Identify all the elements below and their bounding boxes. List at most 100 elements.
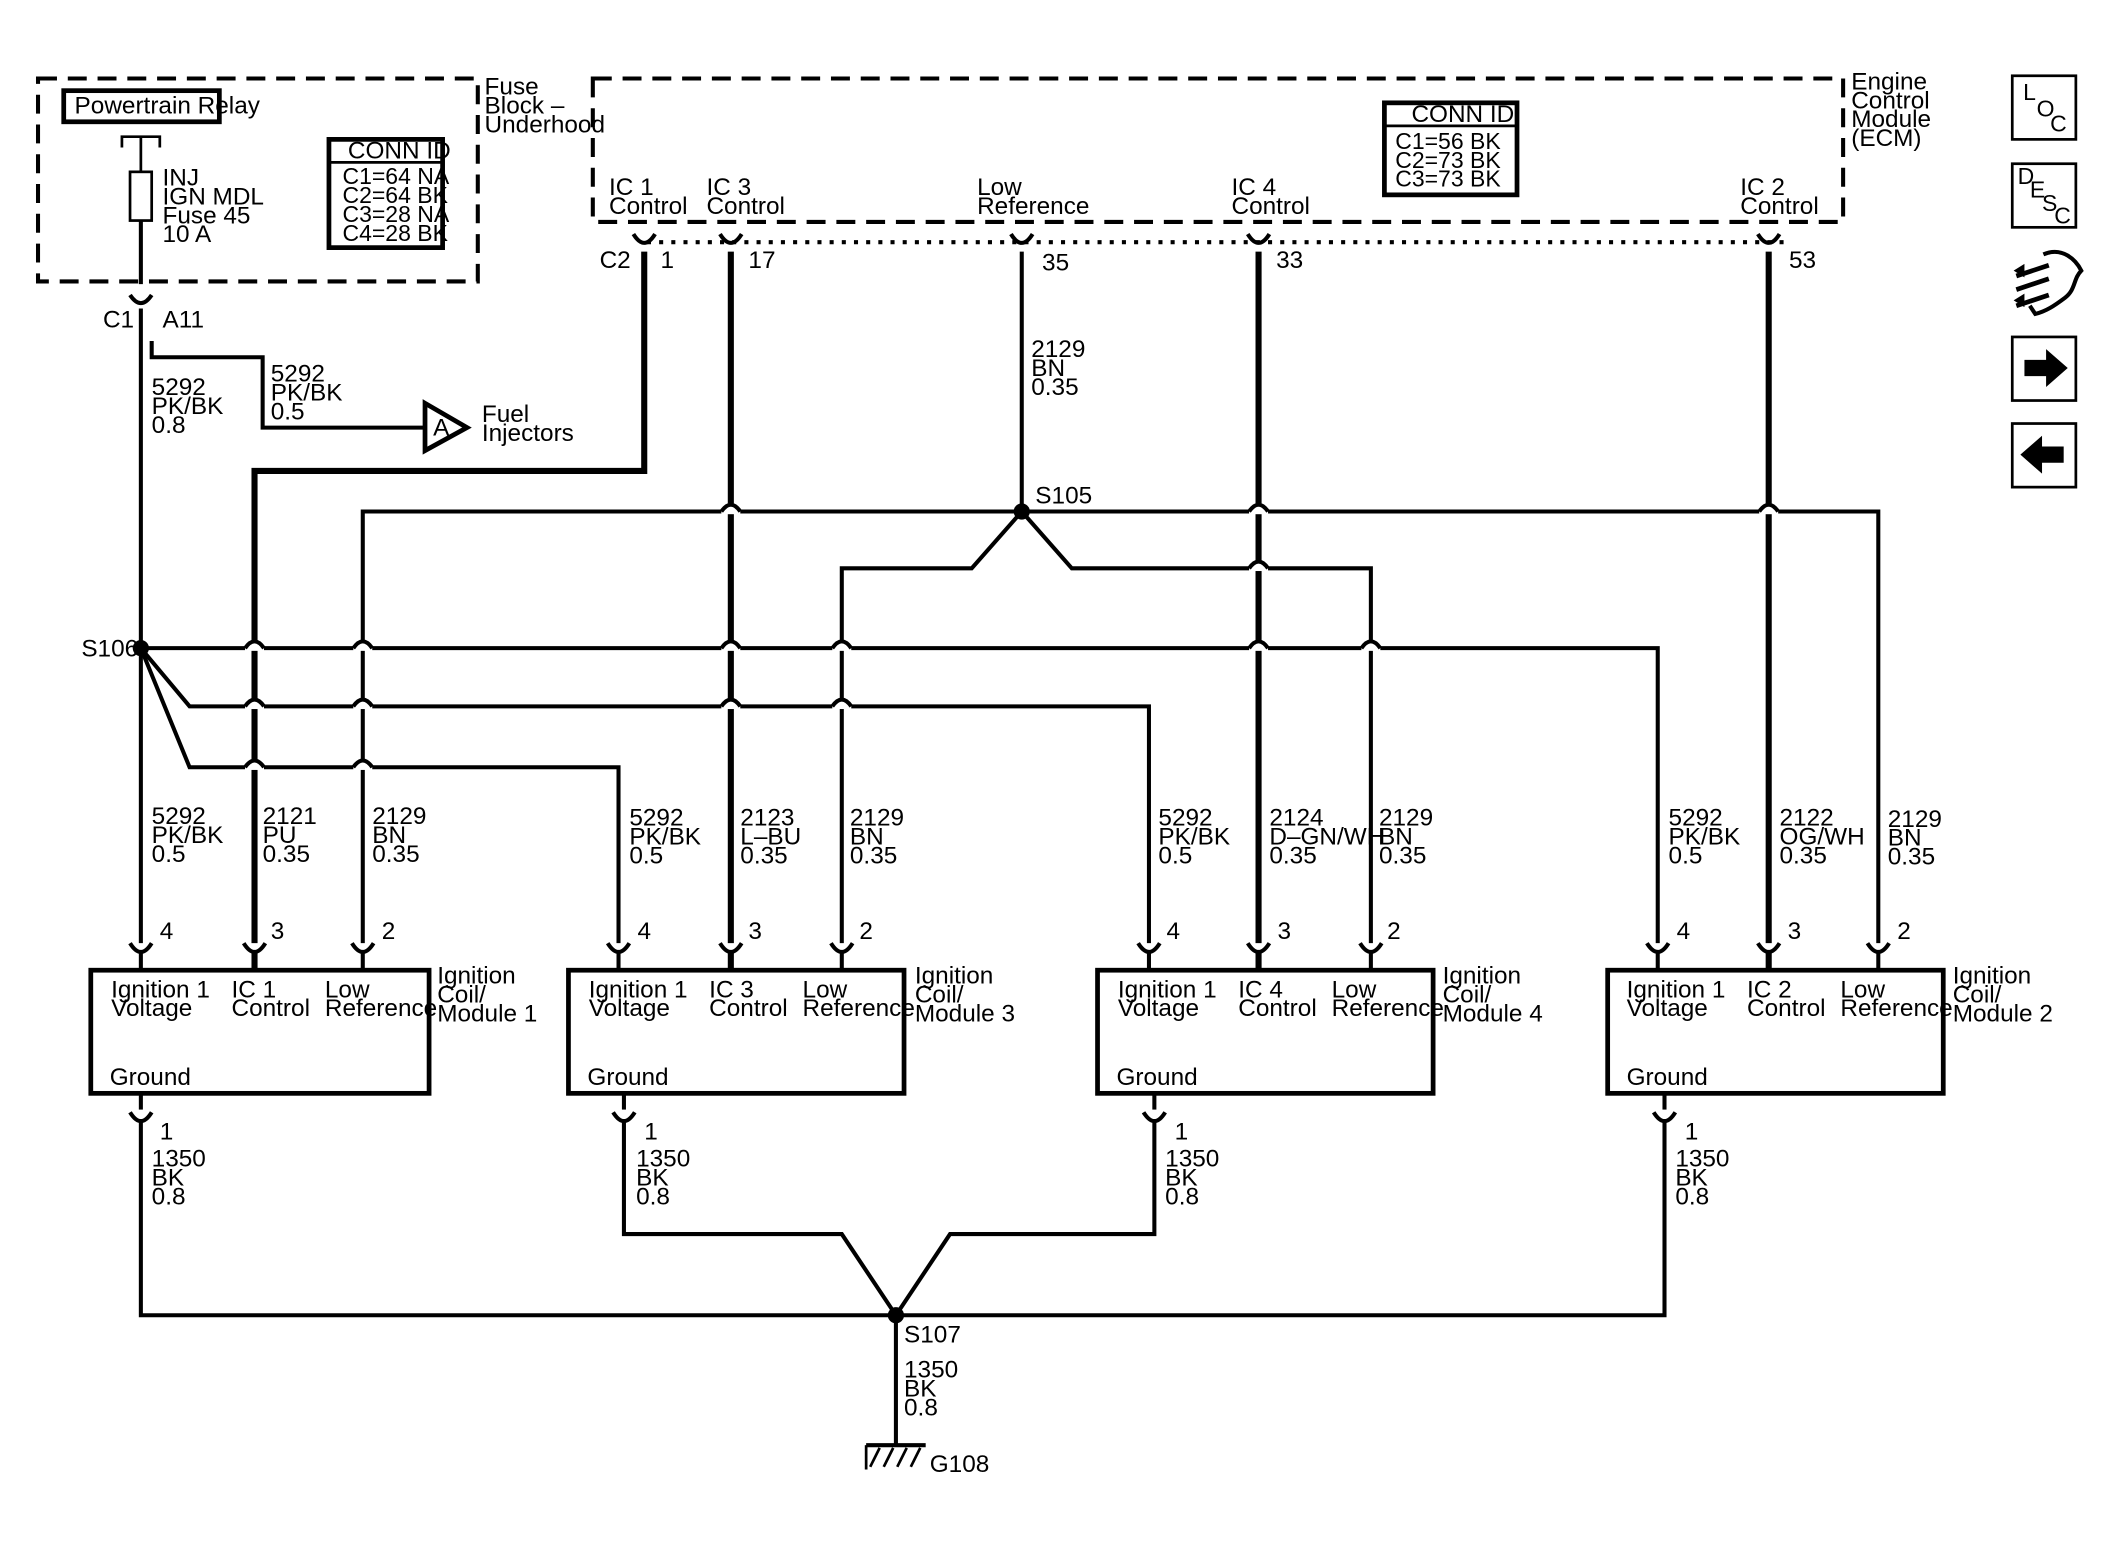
m1-wire-lr-2: BN xyxy=(372,822,406,849)
m4-pin3: 3 xyxy=(1278,918,1292,945)
m4-wire-ic-2: D–GN/WH xyxy=(1269,823,1384,850)
m1-title-1: Ignition xyxy=(437,963,516,990)
fuse-45-symbol xyxy=(128,170,154,222)
ignition-coil-module-3: 4 3 2 Ignition 1 Voltage IC 3 Control Lo… xyxy=(566,918,1015,1210)
m2-gnd-wire-2: BK xyxy=(1675,1164,1707,1191)
m4-gnd-wire-2: BK xyxy=(1165,1164,1197,1191)
crossover xyxy=(1249,503,1269,515)
fuse-block-conn-id-4: C4=28 BK xyxy=(342,220,448,246)
splice-s106-label: S106 xyxy=(81,635,138,662)
ground-wire-module3 xyxy=(621,1121,898,1317)
crossover xyxy=(832,698,852,710)
connector-icon[interactable] xyxy=(2013,249,2084,317)
crossover xyxy=(351,758,374,769)
ecm-pin-ic4-label-1: IC 4 xyxy=(1231,174,1276,201)
crossover xyxy=(245,640,264,651)
ecm-conn-id-title: CONN ID xyxy=(1411,101,1514,128)
m3-pin1-connector xyxy=(611,1111,637,1124)
m4-wire-v-3: 0.5 xyxy=(1158,842,1192,869)
fuse-block-conn-id-2: C2=64 BK xyxy=(342,182,448,208)
m4-wire-ic-3: 0.35 xyxy=(1269,842,1316,869)
ecm-pin-53-number: 53 xyxy=(1789,247,1816,274)
wire-feed-label-3: 0.8 xyxy=(152,412,186,439)
loc-letter-c: C xyxy=(2050,110,2067,136)
m2-pin3-connector xyxy=(1756,942,1782,954)
m2-wire-lr-2: BN xyxy=(1888,825,1922,852)
m2-pin1-connector xyxy=(1651,1111,1678,1124)
wire-feed-label-2: PK/BK xyxy=(152,393,224,420)
crossover xyxy=(1757,502,1780,513)
m2-ground-label: Ground xyxy=(1627,1064,1708,1091)
desc-button-frame[interactable] xyxy=(2010,162,2078,229)
m3-pin2: 2 xyxy=(859,918,873,945)
m4-wire-lr-3: 0.35 xyxy=(1379,842,1426,869)
crossover xyxy=(830,639,853,650)
wire-5292-module3 xyxy=(138,647,621,944)
fuse-block-conn-id-title: CONN ID xyxy=(348,137,451,164)
m1-wire-ic-3: 0.35 xyxy=(263,841,310,868)
m2-title-2: Coil/ xyxy=(1953,982,2002,1009)
wire-5292-module2 xyxy=(140,646,1660,944)
wire-5292-module4 xyxy=(139,646,1151,944)
m2-pin2-connector xyxy=(1865,942,1891,954)
m1-wire-v-3: 0.5 xyxy=(152,841,186,868)
m4-label-v-2: Voltage xyxy=(1118,995,1199,1022)
ground-network: S107 1350 BK 0.8 G108 xyxy=(138,1121,1667,1478)
m1-label-v-2: Voltage xyxy=(111,995,192,1022)
m3-label-v-1: Ignition 1 xyxy=(589,976,688,1003)
m2-pin2: 2 xyxy=(1897,918,1911,945)
fuse-block-pin-label: A11 xyxy=(163,306,205,333)
fuse-block-outline xyxy=(35,76,480,284)
m1-gnd-wire-2: BK xyxy=(152,1164,184,1191)
m3-box xyxy=(566,967,907,1096)
m4-gnd-wire-1: 1350 xyxy=(1165,1145,1219,1172)
m1-pin3: 3 xyxy=(271,918,285,945)
wire-injector-label-1: 5292 xyxy=(271,361,325,388)
loc-button-frame[interactable] xyxy=(2010,74,2078,141)
m1-wire-ic-2: PU xyxy=(263,822,297,849)
desc-letter-d: D xyxy=(2018,163,2035,189)
m4-label-lr-1: Low xyxy=(1332,976,1377,1003)
crossover xyxy=(351,639,374,650)
ecm: Engine Control Module (ECM) CONN ID C1=5… xyxy=(590,68,1931,277)
connector-icon-body xyxy=(2028,249,2084,317)
crossover xyxy=(719,697,742,708)
crossover xyxy=(1249,640,1269,651)
m2-pin3: 3 xyxy=(1788,918,1802,945)
wire-lowref-label-2: BN xyxy=(1031,355,1065,382)
crossover xyxy=(243,639,266,650)
crossover xyxy=(243,697,266,708)
m3-wire-lr-2: BN xyxy=(850,823,884,850)
ecm-pin-ic2-label-2: Control xyxy=(1740,193,1818,220)
crossover xyxy=(721,503,741,515)
m2-wire-ic-2: OG/WH xyxy=(1780,823,1865,850)
m3-pin1: 1 xyxy=(644,1118,658,1145)
m1-label-ic-1: IC 1 xyxy=(232,976,277,1003)
wire-lowref-label-3: 0.35 xyxy=(1031,374,1078,401)
ecm-conn-id-3: C3=73 BK xyxy=(1395,166,1501,192)
ecm-pin-1-connector xyxy=(631,232,657,245)
ground-hatch xyxy=(868,1447,881,1468)
m1-pin4-connector xyxy=(128,942,154,954)
prev-arrow-button[interactable] xyxy=(2010,422,2078,489)
m3-label-lr-1: Low xyxy=(803,976,848,1003)
ground-label: G108 xyxy=(930,1451,990,1478)
loc-button[interactable]: L O C xyxy=(2010,74,2078,141)
m2-wire-v-3: 0.5 xyxy=(1669,842,1703,869)
ecm-conn-label: C2 xyxy=(600,247,631,274)
m4-label-ic-1: IC 4 xyxy=(1238,976,1283,1003)
desc-button[interactable]: D E S C xyxy=(2010,162,2078,229)
m1-wire-ic-1: 2121 xyxy=(263,803,317,830)
next-arrow-button[interactable] xyxy=(2010,335,2078,402)
fuse-block-title-1: Fuse xyxy=(485,74,539,101)
m2-wire-v-2: PK/BK xyxy=(1669,823,1741,850)
injector-connector-a xyxy=(422,399,472,455)
ecm-pin-lowref-label-2: Reference xyxy=(977,193,1089,220)
m1-box xyxy=(88,967,432,1096)
fuse-block-conn-id-3: C3=28 NA xyxy=(342,201,449,227)
splice-s105-label: S105 xyxy=(1035,482,1092,509)
m2-label-v-2: Voltage xyxy=(1627,995,1708,1022)
m1-label-v-1: Ignition 1 xyxy=(111,976,210,1003)
wire-2129-module3 xyxy=(839,510,1024,944)
m4-pin3-connector xyxy=(1246,942,1272,954)
